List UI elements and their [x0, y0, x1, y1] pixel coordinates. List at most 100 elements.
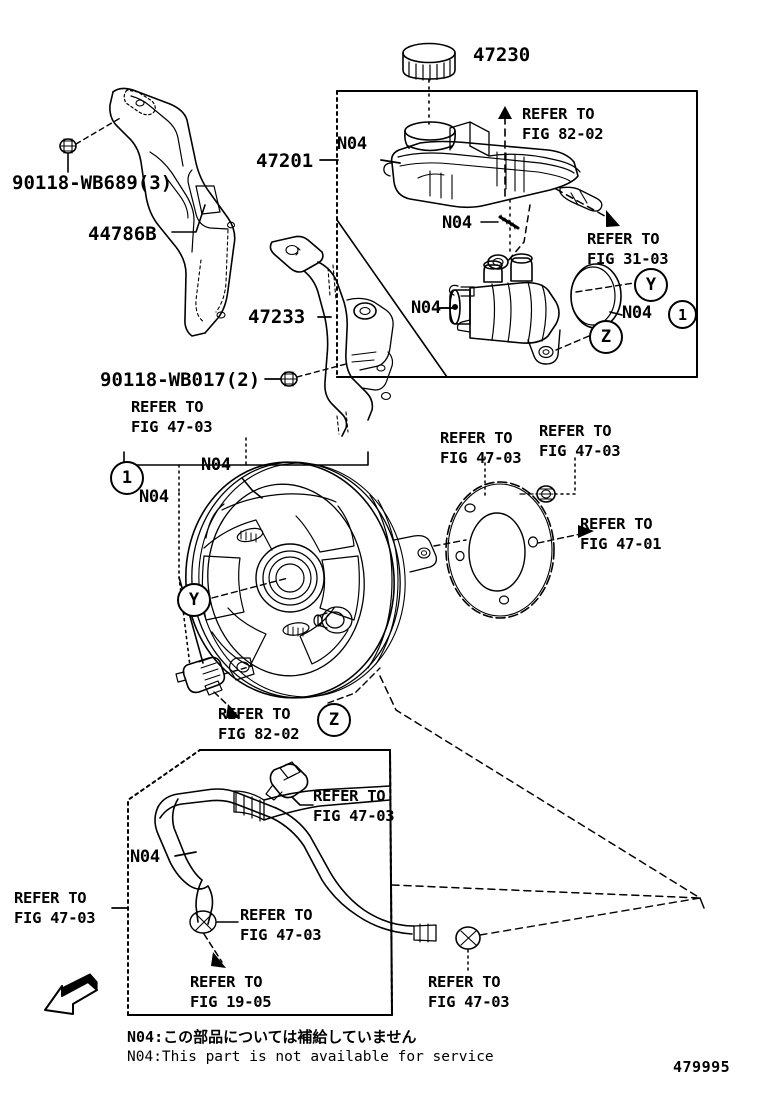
nut-wb017-dash-leader — [296, 363, 347, 378]
refer-line-2: FIG 47-03 — [14, 909, 96, 928]
refer-19-05-arrow — [211, 952, 226, 968]
refer-line-1: REFER TO — [218, 705, 291, 723]
part-number-90118-wb017: 90118-WB017(2) — [100, 369, 261, 391]
footnote-japanese: N04:この部品については補給していません — [127, 1028, 417, 1046]
callout-circle-y-cylinder: Y — [634, 268, 668, 302]
refer-82-02-arrow — [498, 106, 512, 119]
part-number-47201: 47201 — [256, 150, 314, 172]
refer-label-19-05: REFER TO FIG 19-05 — [190, 972, 272, 1013]
bracket-47233-art — [269, 235, 394, 437]
refer-47-01-arrow — [578, 525, 594, 538]
refer-line-2: FIG 82-02 — [522, 125, 604, 144]
refer-47-03-plate-r-leader — [554, 454, 576, 495]
refer-label-82-02-booster: REFER TO FIG 82-02 — [218, 704, 300, 745]
pedal-bracket-art — [109, 87, 236, 337]
vacuum-hose-art — [154, 785, 437, 943]
refer-line-2: FIG 47-03 — [240, 926, 322, 945]
refer-line-1: REFER TO — [440, 429, 513, 447]
part-number-44786b: 44786B — [88, 223, 157, 245]
refer-line-2: FIG 47-03 — [313, 807, 395, 826]
part-number-47230: 47230 — [473, 44, 531, 66]
nut-wb017-art — [280, 371, 298, 387]
refer-line-1: REFER TO — [428, 973, 501, 991]
refer-line-1: REFER TO — [240, 906, 313, 924]
refer-line-1: REFER TO — [522, 105, 595, 123]
refer-line-2: FIG 47-03 — [539, 442, 621, 461]
cylinder-seal-art — [570, 263, 622, 329]
clip-wb689-leader — [75, 116, 123, 145]
booster-to-hosebox-guide — [379, 675, 701, 899]
callout-circle-1-bracket: 1 — [110, 461, 144, 495]
refer-line-2: FIG 31-03 — [587, 250, 669, 269]
n04-sensor-dotted — [178, 492, 191, 667]
n04-label-booster-sensor: N04 — [139, 487, 169, 507]
callout-circle-y-booster: Y — [177, 583, 211, 617]
gasket-plate-art — [445, 481, 555, 619]
refer-19-05-leader — [203, 933, 223, 963]
pin-art — [498, 214, 520, 230]
master-cylinder-art — [448, 253, 561, 365]
refer-line-1: REFER TO — [539, 422, 612, 440]
refer-label-31-03: REFER TO FIG 31-03 — [587, 229, 669, 270]
part-number-47233: 47233 — [248, 306, 306, 328]
n04-reservoir-leader — [380, 159, 401, 164]
callout-circle-z-booster: Z — [317, 703, 351, 737]
clamp-to-guide-leader — [479, 897, 701, 936]
hosebox-guide-tip — [699, 897, 705, 909]
n04-label-hose: N04 — [130, 847, 160, 867]
reservoir-cap-art — [402, 42, 456, 81]
brake-booster-art — [185, 461, 438, 699]
refer-line-2: FIG 82-02 — [218, 725, 300, 744]
refer-label-47-03-plate-left: REFER TO FIG 47-03 — [440, 428, 522, 469]
hose-clip-leader — [291, 796, 314, 806]
refer-label-47-03-hose-left: REFER TO FIG 47-03 — [14, 888, 96, 929]
n04-label-reservoir: N04 — [337, 134, 367, 154]
refer-line-1: REFER TO — [131, 398, 204, 416]
refer-line-1: REFER TO — [14, 889, 87, 907]
refer-line-2: FIG 47-01 — [580, 535, 662, 554]
refer-label-47-01: REFER TO FIG 47-01 — [580, 514, 662, 555]
refer-label-47-03-clip: REFER TO FIG 47-03 — [313, 786, 395, 827]
plate-bolt-art — [536, 485, 556, 503]
vacuum-sensor-art — [175, 656, 226, 696]
refer-label-47-03-hose-right: REFER TO FIG 47-03 — [428, 972, 510, 1013]
n04-label-booster-top: N04 — [201, 455, 231, 475]
seal-to-y-leader — [575, 282, 635, 293]
n04-label-pin: N04 — [442, 213, 472, 233]
n04-seal-leader — [609, 311, 623, 316]
refer-line-2: FIG 47-03 — [428, 993, 510, 1012]
clip-wb689-art — [59, 138, 77, 154]
sensor-refer-arrow — [226, 704, 240, 718]
hose-box-right-edge — [389, 749, 393, 1016]
reservoir-tank-art — [383, 121, 603, 212]
n04-booster-top-leader — [241, 477, 263, 499]
refer-line-2: FIG 47-03 — [131, 418, 213, 437]
label-44786b-leader — [171, 204, 206, 233]
refer-line-1: REFER TO — [587, 230, 660, 248]
footnote-english: N04:This part is not available for servi… — [127, 1049, 494, 1065]
refer-line-2: FIG 47-03 — [440, 449, 522, 468]
refer-line-1: REFER TO — [190, 973, 263, 991]
callout-circle-1-seal: 1 — [668, 300, 697, 329]
refer-line-1: REFER TO — [313, 787, 386, 805]
refer-line-1: REFER TO — [580, 515, 653, 533]
cylinder-to-z-leader — [555, 335, 590, 351]
part-number-90118-wb689: 90118-WB689(3) — [12, 172, 173, 194]
booster-y-leader — [211, 577, 289, 599]
refer-label-47-03-bracket: REFER TO FIG 47-03 — [131, 397, 213, 438]
refer-label-47-03-hose-mid: REFER TO FIG 47-03 — [240, 905, 322, 946]
fwd-arrow-icon — [44, 973, 98, 1015]
n04-label-seal: N04 — [622, 303, 652, 323]
diagram-number: 479995 — [673, 1058, 731, 1076]
callout-circle-z-cylinder: Z — [589, 320, 623, 354]
refer-label-82-02-top: REFER TO FIG 82-02 — [522, 104, 604, 145]
refer-line-2: FIG 19-05 — [190, 993, 272, 1012]
n04-label-cylinder: N04 — [411, 298, 441, 318]
box-to-booster-guide-1 — [336, 219, 448, 378]
refer-label-47-03-plate-right: REFER TO FIG 47-03 — [539, 421, 621, 462]
booster-z-leader — [327, 667, 381, 704]
hosebox-to-guide — [391, 884, 701, 899]
refer-31-03-arrow — [606, 210, 620, 227]
